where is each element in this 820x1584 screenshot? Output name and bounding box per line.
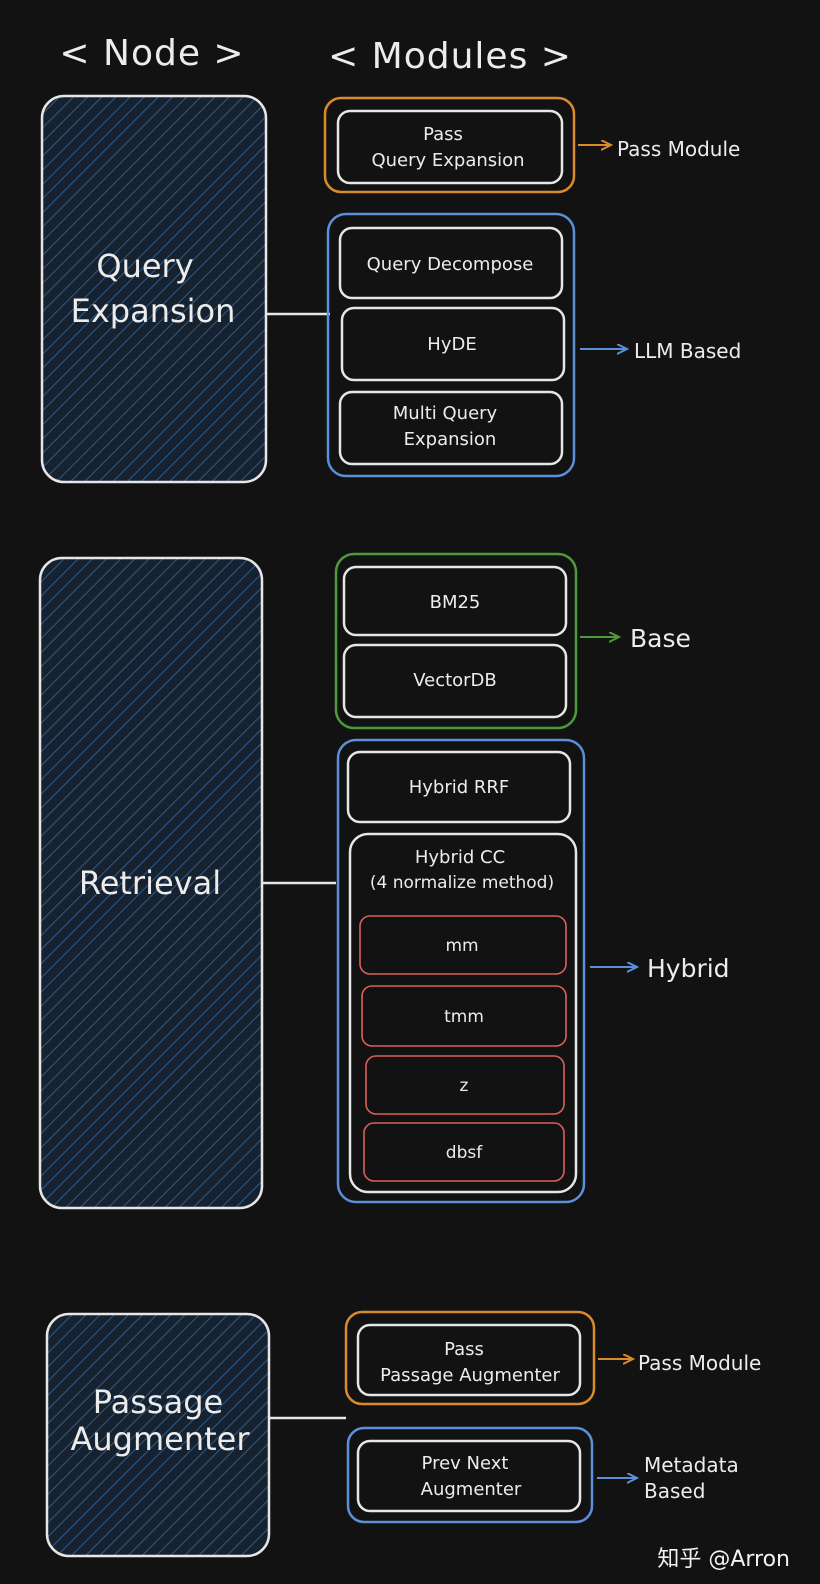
module-pass-query-expansion-line1: Pass — [423, 124, 463, 145]
modules-column-header: < Modules > — [328, 36, 572, 77]
module-vectordb-label: VectorDB — [413, 670, 497, 691]
node-column-header: < Node > — [59, 33, 244, 74]
group-ret-base — [334, 552, 578, 730]
label-metadata-based-line1: Metadata — [644, 1453, 739, 1477]
method-mm — [359, 915, 567, 975]
module-pass-passage-augmenter-line2: Passage Augmenter — [380, 1365, 560, 1386]
label-qe-pass-module: Pass Module — [617, 137, 740, 161]
label-metadata-based-line2: Based — [644, 1479, 705, 1503]
module-hybrid-cc-line1: Hybrid CC — [415, 847, 505, 868]
module-hybrid-rrf-label: Hybrid RRF — [409, 777, 510, 798]
node-passage-augmenter-line2: Augmenter — [70, 1420, 250, 1458]
module-prev-next-augmenter — [356, 1439, 582, 1513]
method-dbsf-label: dbsf — [446, 1143, 483, 1163]
module-prev-next-augmenter-line1: Prev Next — [422, 1453, 509, 1474]
method-mm-label: mm — [445, 936, 478, 956]
group-qe-pass — [323, 96, 576, 194]
node-query-expansion-label-line1: Query — [96, 247, 193, 285]
node-query-expansion-label-line2: Expansion — [71, 292, 236, 330]
module-vectordb — [342, 643, 568, 719]
module-multi-query-expansion-line2: Expansion — [404, 429, 497, 450]
method-dbsf — [363, 1122, 565, 1182]
method-z-label: z — [460, 1076, 469, 1096]
module-hybrid-cc-line2: (4 normalize method) — [370, 873, 554, 893]
node-query-expansion — [40, 94, 268, 484]
label-base: Base — [630, 624, 691, 653]
module-bm25-label: BM25 — [430, 592, 481, 613]
group-pa-meta — [346, 1426, 594, 1524]
module-hyde — [340, 306, 566, 382]
module-hyde-label: HyDE — [427, 334, 476, 355]
module-prev-next-augmenter-line2: Augmenter — [421, 1479, 522, 1500]
node-passage-augmenter-line1: Passage — [93, 1383, 223, 1421]
label-llm-based: LLM Based — [634, 339, 741, 363]
method-tmm — [361, 985, 567, 1047]
module-query-decompose-label: Query Decompose — [367, 254, 534, 275]
label-hybrid: Hybrid — [647, 954, 730, 983]
module-multi-query-expansion-line1: Multi Query — [393, 403, 498, 424]
module-pass-query-expansion — [336, 109, 564, 185]
module-pass-query-expansion-line2: Query Expansion — [371, 150, 524, 171]
module-bm25 — [342, 565, 568, 637]
module-hybrid-rrf — [346, 750, 572, 824]
module-pass-passage-augmenter-line1: Pass — [444, 1339, 484, 1360]
module-query-decompose — [338, 226, 564, 300]
label-pa-pass-module: Pass Module — [638, 1351, 761, 1375]
group-pa-pass — [344, 1310, 596, 1406]
group-qe-llm — [326, 212, 576, 478]
node-passage-augmenter — [45, 1312, 271, 1558]
module-pass-passage-augmenter — [356, 1323, 582, 1397]
group-ret-hybrid — [336, 738, 586, 1204]
watermark: 知乎 @Arron — [657, 1547, 790, 1572]
node-retrieval-label: Retrieval — [79, 864, 221, 902]
method-tmm-label: tmm — [444, 1007, 484, 1027]
module-multi-query-expansion — [338, 390, 564, 466]
method-z — [365, 1055, 565, 1115]
